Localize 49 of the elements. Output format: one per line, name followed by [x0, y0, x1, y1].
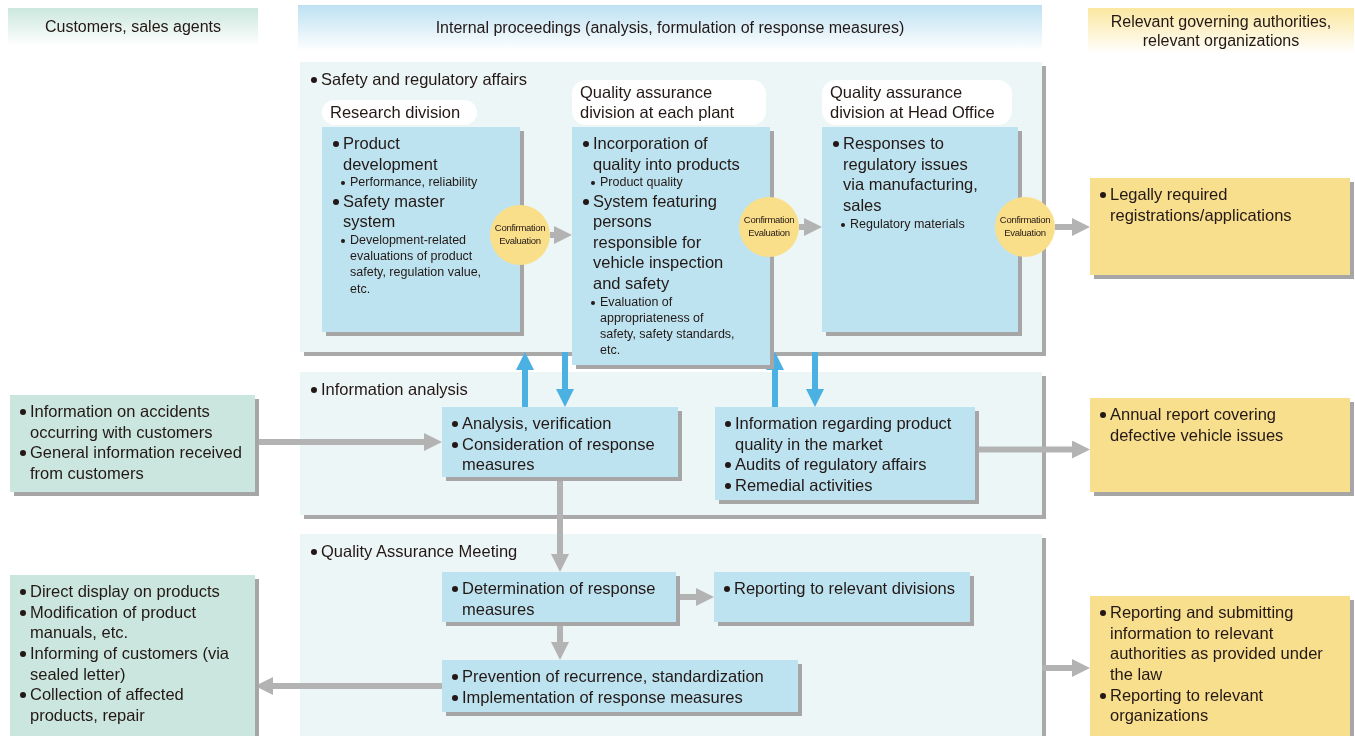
bullet-text: Implementation of response measures — [451, 686, 790, 708]
bullet-text: Evaluation of appropriateness of safety, safety standards, etc. — [582, 293, 740, 359]
bullet-text: Safety master system — [332, 190, 490, 232]
bullet-text: Product quality — [582, 174, 740, 191]
column-header: Relevant governing authorities, relevant organizations — [1088, 8, 1354, 54]
division-label: Quality assurance division at Head Office — [822, 79, 1012, 125]
bullet-text: Prevention of recurrence, standardization — [451, 666, 790, 687]
evaluation-circle: Confirmation Evaluation — [490, 205, 550, 265]
bullet-text: Remedial activities — [724, 474, 967, 496]
arrow — [766, 352, 784, 407]
bullet-text: Reporting and submitting information to relevant authorities as provided under the law — [1099, 602, 1342, 685]
bullet-text: Determination of response measures — [451, 578, 668, 620]
column-header: Customers, sales agents — [8, 8, 258, 46]
arrow — [516, 352, 534, 407]
bullet-text: Audits of regulatory affairs — [724, 454, 967, 475]
bullet-text: Modification of product manuals, etc. — [19, 601, 247, 643]
division-label: Research division — [322, 100, 477, 125]
section-title: Safety and regulatory affairs — [310, 70, 528, 89]
bullet-text: Performance, reliability — [332, 174, 490, 191]
bullet-text: Reporting to relevant organizations — [1099, 684, 1342, 726]
section-title: Quality Assurance Meeting — [310, 542, 518, 561]
section-title: Information analysis — [310, 380, 468, 399]
bullet-text: Regulatory materials — [832, 215, 988, 232]
bullet-text: Development-related evaluations of product safety, regulation value, etc. — [332, 231, 490, 297]
bullet-text: Informing of customers (via sealed letter) — [19, 642, 247, 685]
bullet-text: General information received from customers — [19, 442, 247, 484]
bullet-text: Collection of affected products, repair — [19, 684, 247, 726]
arrow — [799, 218, 822, 236]
bullet-text: Direct display on products — [19, 581, 247, 602]
arrow — [550, 226, 572, 244]
arrow — [1055, 218, 1090, 236]
bullet-text: Product development — [332, 133, 490, 175]
bullet-text: Information regarding product quality in the market — [724, 413, 967, 455]
evaluation-circle: Confirmation Evaluation — [995, 197, 1055, 257]
bullet-text: Responses to regulatory issues via manufacturing, sales — [832, 133, 988, 216]
bullet-text: Analysis, verification — [451, 413, 670, 434]
arrow — [556, 352, 574, 407]
bullet-text: Information on accidents occurring with customers — [19, 401, 247, 443]
division-label: Quality assurance division at each plant — [572, 79, 766, 125]
bullet-text: Consideration of response measures — [451, 433, 670, 475]
evaluation-circle: Confirmation Evaluation — [739, 197, 799, 257]
arrow — [806, 352, 824, 407]
bullet-text: Legally required registrations/applications — [1099, 184, 1342, 226]
column-header: Internal proceedings (analysis, formulation of response measures) — [298, 5, 1042, 51]
arrow — [1042, 659, 1090, 677]
bullet-text: Reporting to relevant divisions — [723, 578, 962, 599]
bullet-text: System featuring persons responsible for vehicle inspection and safety — [582, 190, 740, 294]
bullet-text: Incorporation of quality into products — [582, 133, 740, 175]
bullet-text: Annual report covering defective vehicle issues — [1099, 404, 1342, 446]
